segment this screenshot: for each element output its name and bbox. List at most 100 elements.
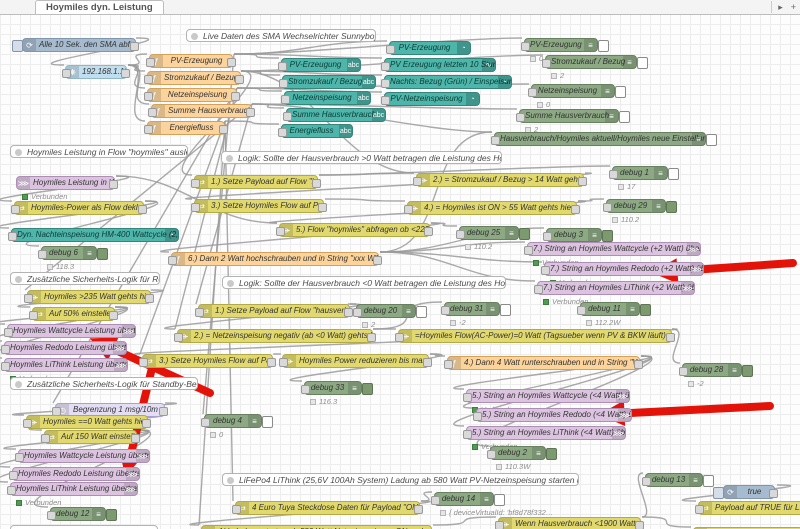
comment-sicherheit-regulaer[interactable]: Zusätzliche Sicherheits-Logik für Regulä…: [10, 272, 160, 285]
output-port[interactable]: [571, 205, 580, 214]
input-port[interactable]: [168, 256, 177, 265]
flow-canvas[interactable]: ⟳Alle 10 Sek. den SMA abfragen & ❋192.168…: [0, 14, 800, 529]
input-port[interactable]: [609, 170, 618, 179]
input-port[interactable]: [542, 59, 551, 68]
chart-pv-10h[interactable]: ∿PV Erzeugung letzten 10 Stunden: [381, 58, 496, 72]
change-auf-50-prozent[interactable]: ⇄Auf 50% einstellen: [29, 307, 118, 321]
switch-hausverbrauch-1900w[interactable]: ⋔Wenn Hausverbrauch <1900 Watt gehts wei…: [495, 517, 644, 529]
debug-toggle-button[interactable]: [416, 306, 427, 318]
mqtt-out-lithink-minus4[interactable]: ⋙5.) String an Hoymiles LiThink (<4 Watt…: [463, 426, 626, 451]
input-port[interactable]: [431, 496, 440, 505]
output-port[interactable]: [145, 294, 154, 303]
output-port[interactable]: [121, 69, 130, 78]
output-port[interactable]: [367, 333, 376, 342]
input-port[interactable]: [463, 393, 472, 402]
input-port[interactable]: [404, 205, 413, 214]
comment-lifepo4[interactable]: LiFePo4 LiThink (25,6V 100Ah System) Lad…: [222, 473, 579, 486]
input-port[interactable]: [1, 362, 10, 371]
change-1-payload-hausverbrauch[interactable]: ⇄1.) Setze Payload auf Flow "hausverbrau…: [195, 304, 353, 318]
debug-hausverbrauch-hoymiles[interactable]: ≡Hausverbrauch/Hoymiles aktuell/Hoymiles…: [491, 132, 717, 146]
switch-hoymiles-0w[interactable]: ⋔Hoymiles ==0 Watt gehts hier weiter: [23, 415, 151, 429]
input-port[interactable]: [495, 521, 504, 529]
input-port[interactable]: [232, 505, 241, 514]
switch-5-flow-222w[interactable]: ⋔5.) Flow "hoymiles" abfragen ob <222 Wa…: [276, 223, 433, 237]
debug-14[interactable]: ≡debug 14{ deviceVirtualId: 'bf8d78f332…: [431, 492, 553, 517]
input-port[interactable]: [577, 306, 586, 315]
comment-hoymiles-auslesen[interactable]: Hoymiles Leistung in Flow "hoymiles" aus…: [10, 145, 188, 158]
debug-toggle-button[interactable]: [106, 509, 117, 521]
gauge-dyn-nachteinspeisung[interactable]: ◔Dyn. Nachteinspeisung HM-400 Wattcycle …: [8, 228, 179, 242]
input-port[interactable]: [144, 92, 153, 101]
output-port[interactable]: [424, 227, 433, 236]
input-port[interactable]: [201, 418, 210, 427]
input-port[interactable]: [144, 75, 153, 84]
input-port[interactable]: [281, 95, 290, 104]
input-port[interactable]: [441, 306, 450, 315]
inject-button[interactable]: [713, 487, 724, 499]
debug-toggle-button[interactable]: [598, 40, 609, 52]
mqtt-out-redodo-standby[interactable]: ⋙Hoymiles Redodo Leistung übertragenVerb…: [9, 467, 140, 492]
input-port[interactable]: [279, 79, 288, 88]
debug-toggle-button[interactable]: [619, 111, 630, 123]
output-port[interactable]: [235, 75, 244, 84]
sma-inverter-node[interactable]: ❋192.168.1.12: [62, 65, 130, 79]
output-port[interactable]: [159, 407, 168, 416]
output-port[interactable]: [246, 108, 255, 117]
switch-akkuladung-starten[interactable]: ⋔Akkuladung starten ab 580 Watt Netzeins…: [201, 525, 432, 529]
input-port[interactable]: [41, 434, 50, 443]
mqtt-out-wattcycle-standby[interactable]: ⋙Hoymiles Wattcycle Leistung übertragenV…: [15, 449, 150, 474]
input-port[interactable]: [463, 430, 472, 439]
gauge-pv-netzeinspeisung[interactable]: ◔PV-Netzeinspeisung: [381, 92, 480, 106]
input-port[interactable]: [642, 477, 651, 486]
output-port[interactable]: [130, 42, 139, 51]
output-port[interactable]: [109, 180, 118, 189]
debug-toggle-button[interactable]: [519, 228, 530, 240]
input-port[interactable]: [144, 125, 153, 134]
input-port[interactable]: [381, 96, 390, 105]
input-port[interactable]: [278, 62, 287, 71]
input-port[interactable]: [679, 367, 688, 376]
switch-2-netzeinspeisung-negativ[interactable]: ⋔2.) = Netzeinspeisung negativ (ab <0 Wa…: [174, 329, 376, 343]
inject-button[interactable]: [12, 40, 23, 52]
output-port[interactable]: [138, 205, 147, 214]
debug-toggle-button[interactable]: [742, 365, 753, 377]
input-port[interactable]: [456, 230, 465, 239]
debug-toggle-button[interactable]: [602, 230, 613, 242]
input-port[interactable]: [413, 177, 422, 186]
debug-toggle-button[interactable]: [666, 201, 677, 213]
debug-toggle-button[interactable]: [362, 383, 373, 395]
output-port[interactable]: [312, 179, 321, 188]
input-port[interactable]: [301, 385, 310, 394]
switch-power-reduzieren-70w[interactable]: ⋔Hoymiles Power reduzieren bis max. 70 W…: [279, 354, 432, 368]
input-port[interactable]: [7, 486, 16, 495]
output-port[interactable]: [635, 521, 644, 529]
input-port[interactable]: [543, 232, 552, 241]
input-port[interactable]: [1, 345, 10, 354]
input-port[interactable]: [9, 471, 18, 480]
debug-toggle-button[interactable]: [546, 448, 557, 460]
input-port[interactable]: [146, 58, 155, 67]
output-port[interactable]: [344, 308, 353, 317]
output-port[interactable]: [131, 434, 140, 443]
switch-hoymiles-235w[interactable]: ⋔Hoymiles >235 Watt gehts hier weiter: [24, 290, 154, 304]
debug-toggle-button[interactable]: [500, 304, 511, 316]
input-port[interactable]: [191, 179, 200, 188]
inject-sma-poll[interactable]: ⟳Alle 10 Sek. den SMA abfragen &: [12, 38, 139, 52]
comment-logik-minus4[interactable]: Logik: Sollte der Hausverbrauch <0 Watt …: [222, 276, 506, 289]
debug-toggle-button[interactable]: [262, 416, 273, 428]
change-3-hoymiles-flow[interactable]: ⇄3.) Setze Hoymiles Flow auf Payload: [191, 199, 327, 213]
